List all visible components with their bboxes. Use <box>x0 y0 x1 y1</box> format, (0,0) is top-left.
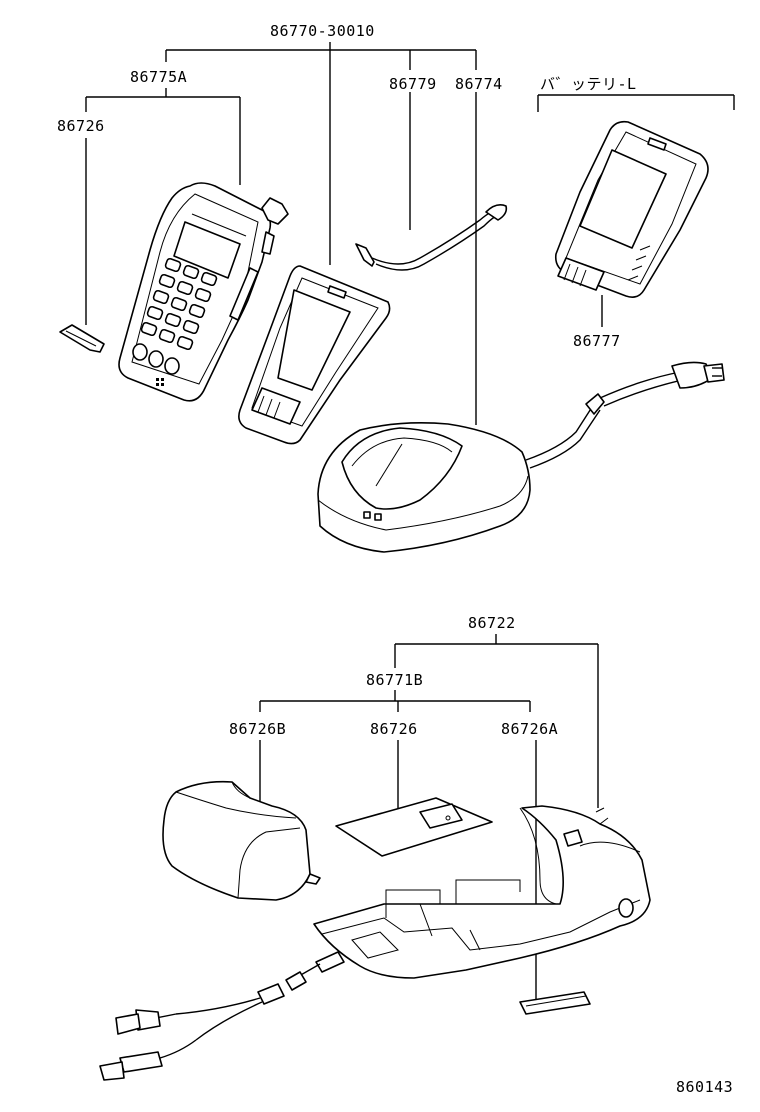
label-battery-group: バ゛ッテリ-L <box>540 75 637 93</box>
figure-number: 860143 <box>676 1078 733 1096</box>
battery-part <box>238 265 391 445</box>
cover-a-part <box>519 991 591 1015</box>
leader-lines-bottom <box>259 634 599 1000</box>
cradle-cable-part <box>99 951 345 1081</box>
battery-large-part <box>554 120 709 298</box>
label-strap: 86779 <box>389 75 437 93</box>
label-kit: 86770-30010 <box>270 22 375 40</box>
label-cover-a: 86726A <box>501 720 558 738</box>
cradle-part <box>313 805 651 979</box>
cover-b-part <box>162 780 321 901</box>
label-handset: 86775A <box>130 68 187 86</box>
label-plate: 86726 <box>370 720 418 738</box>
label-cover-b: 86726B <box>229 720 286 738</box>
charger-cable-part <box>525 361 725 469</box>
label-cradle-sub: 86771B <box>366 671 423 689</box>
charger-part <box>317 422 531 553</box>
label-left-small: 86726 <box>57 117 105 135</box>
label-battery: 86777 <box>573 332 621 350</box>
plate-part <box>335 797 493 857</box>
strap-part <box>355 204 508 271</box>
handset-part <box>118 182 289 402</box>
handset-keypad <box>132 257 218 386</box>
label-cradle: 86722 <box>468 614 516 632</box>
small-clip-part <box>59 324 105 353</box>
label-charger: 86774 <box>455 75 503 93</box>
leader-lines-top <box>85 42 735 425</box>
